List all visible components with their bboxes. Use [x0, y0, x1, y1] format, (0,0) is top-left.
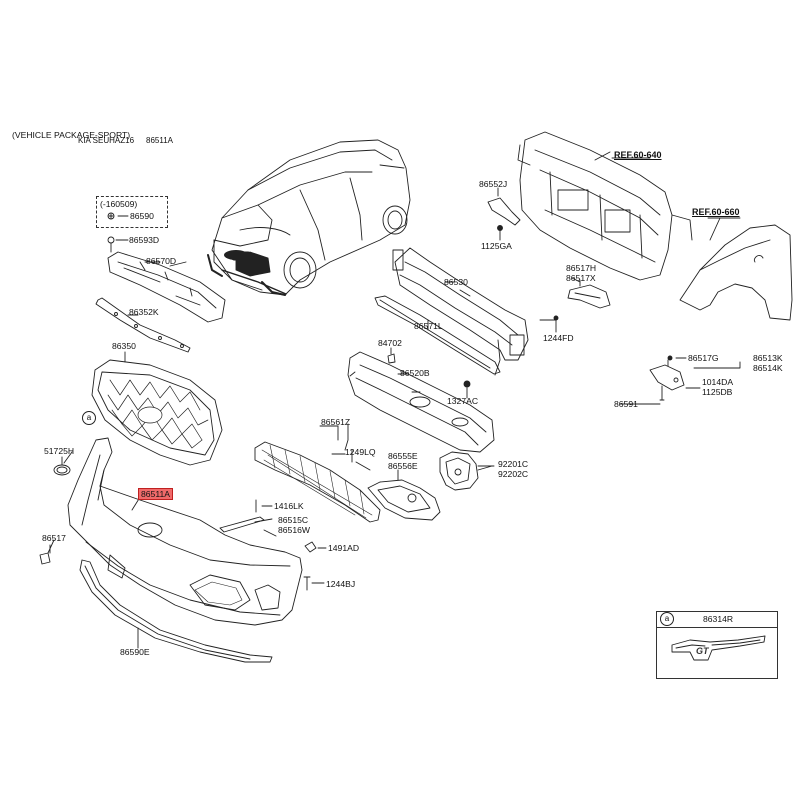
part-label-86515C[interactable]: 86515C [278, 515, 309, 525]
part-label-1244FD[interactable]: 1244FD [543, 333, 574, 343]
car-illustration [207, 139, 411, 296]
part-label-86511A-highlighted[interactable]: 86511A [138, 488, 173, 500]
header-model: KIA SEUHAZ16 [78, 136, 135, 145]
part-label-86314R[interactable]: 86314R [703, 614, 734, 624]
part-label-86520B[interactable]: 86520B [400, 368, 430, 378]
part-label-86514K[interactable]: 86514K [753, 363, 783, 373]
part-label-86517H[interactable]: 86517H [566, 263, 597, 273]
part-label-86590E[interactable]: 86590E [120, 647, 150, 657]
part-label-92201C[interactable]: 92201C [498, 459, 529, 469]
part-label-86555E[interactable]: 86555E [388, 451, 418, 461]
part-label-86517X[interactable]: 86517X [566, 273, 596, 283]
ref-label-radiator-support[interactable]: REF.60-640 [614, 150, 662, 160]
part-label-92202C[interactable]: 92202C [498, 469, 529, 479]
part-label-84702[interactable]: 84702 [378, 338, 402, 348]
part-label-1125GA[interactable]: 1125GA [481, 241, 512, 251]
part-label-51725H[interactable]: 51725H [44, 446, 75, 456]
box-date: (-160509) [100, 199, 138, 209]
callout-marker-a: a [82, 411, 96, 425]
part-label-1244BJ[interactable]: 1244BJ [326, 579, 356, 589]
part-label-86352K[interactable]: 86352K [129, 307, 159, 317]
part-label-86570D[interactable]: 86570D [146, 256, 177, 266]
emblem-lettering: GT [696, 646, 709, 656]
part-label-1491AD[interactable]: 1491AD [328, 543, 360, 553]
part-label-86530[interactable]: 86530 [444, 277, 468, 287]
part-label-1416LK[interactable]: 1416LK [274, 501, 304, 511]
part-label-1014DA[interactable]: 1014DA [702, 377, 734, 387]
part-label-1249LQ[interactable]: 1249LQ [345, 447, 376, 457]
header-variant: (VEHICLE PACKAGE-SPORT) [12, 130, 131, 140]
part-label-86516W[interactable]: 86516W [278, 525, 311, 535]
part-label-86593D[interactable]: 86593D [129, 235, 160, 245]
header-part: 86511A [146, 136, 173, 145]
part-label-86561Z[interactable]: 86561Z [321, 417, 351, 427]
inset-marker-a: a [660, 612, 674, 626]
part-label-86571L[interactable]: 86571L [414, 321, 443, 331]
date-range-box [96, 196, 168, 228]
part-label-86590[interactable]: 86590 [130, 211, 154, 221]
part-label-86552J[interactable]: 86552J [479, 179, 508, 189]
part-label-86517[interactable]: 86517 [42, 533, 66, 543]
part-label-86513K[interactable]: 86513K [753, 353, 783, 363]
part-label-1125DB[interactable]: 1125DB [702, 387, 733, 397]
ref-label-fender[interactable]: REF.60-660 [692, 207, 740, 217]
part-label-86556E[interactable]: 86556E [388, 461, 418, 471]
part-label-86350[interactable]: 86350 [112, 341, 136, 351]
part-label-86591[interactable]: 86591 [614, 399, 638, 409]
inset-emblem-box [656, 611, 778, 679]
part-label-1327AC[interactable]: 1327AC [447, 396, 479, 406]
part-label-86517G[interactable]: 86517G [688, 353, 719, 363]
